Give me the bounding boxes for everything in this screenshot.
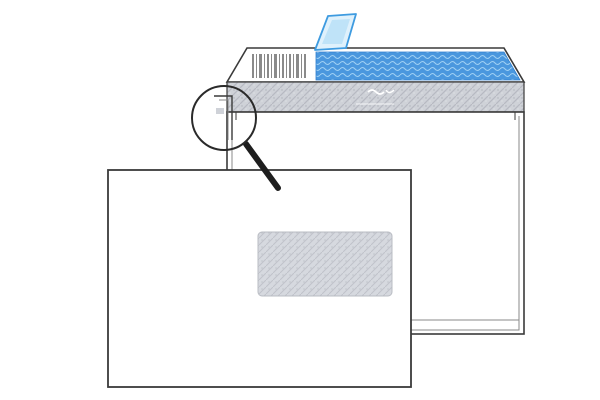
brand-mark xyxy=(356,89,395,105)
barcode-icon xyxy=(252,54,306,78)
front-envelope xyxy=(107,169,412,388)
address-window xyxy=(257,231,393,297)
security-band xyxy=(226,81,525,113)
magnifier-icon xyxy=(191,85,281,191)
magnified-corner-detail xyxy=(214,95,233,140)
adhesive-strip xyxy=(315,51,521,81)
